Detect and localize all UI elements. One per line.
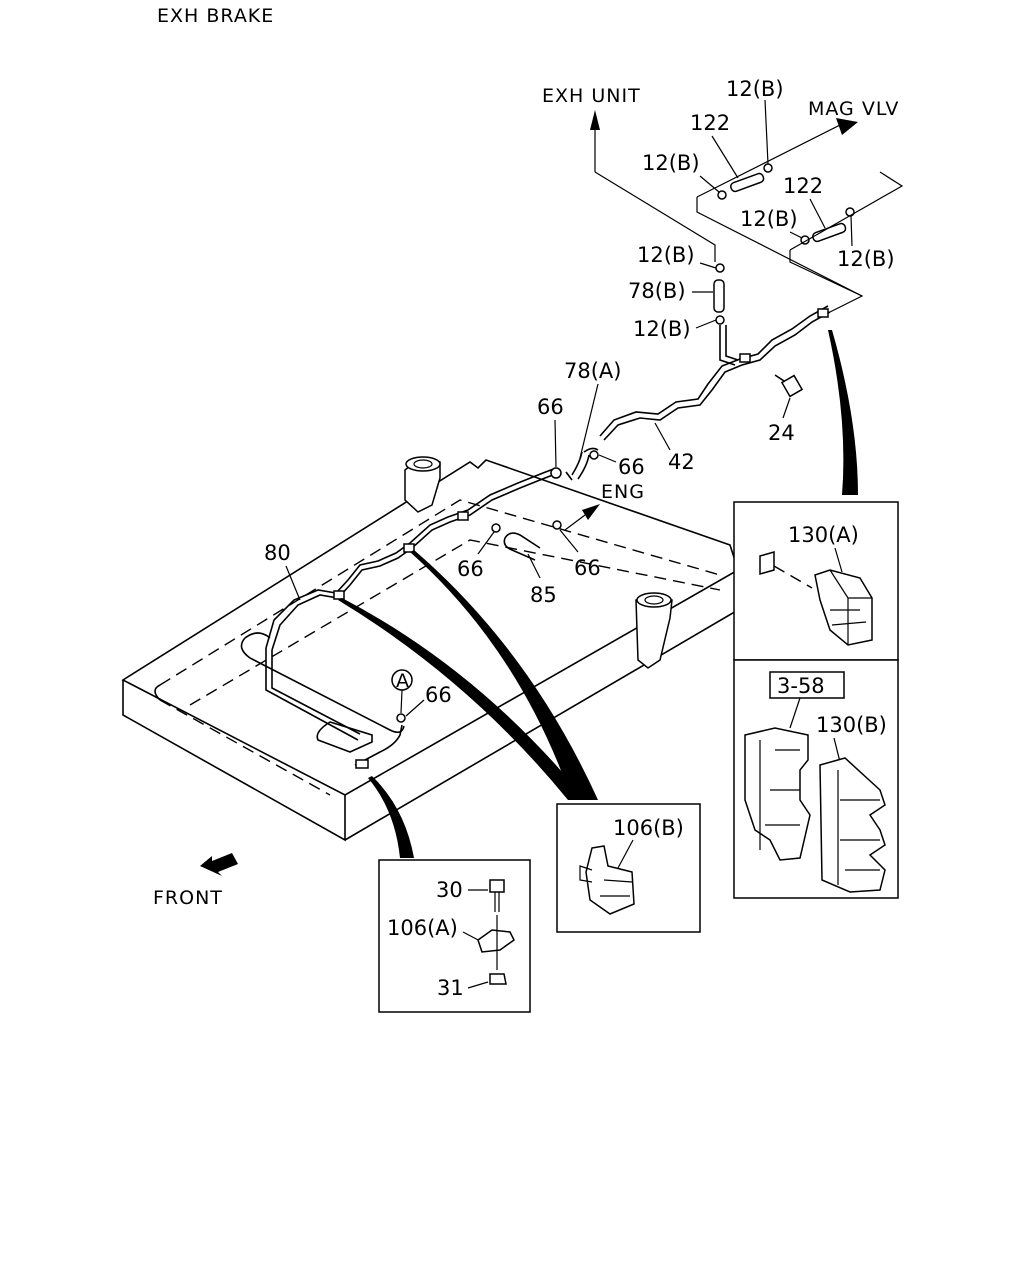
label-12b-mid: 12(B) <box>740 207 798 231</box>
detail-box-106a: 30 106(A) 31 <box>378 859 531 1013</box>
label-66-a: 66 <box>537 395 564 419</box>
label-130a: 130(A) <box>788 523 859 547</box>
label-80: 80 <box>264 541 291 565</box>
label-24: 24 <box>768 421 795 445</box>
label-12b-b: 12(B) <box>633 317 691 341</box>
label-78a: 78(A) <box>564 359 621 383</box>
label-66-e: 66 <box>425 683 452 707</box>
label-12b-right: 12(B) <box>837 247 895 271</box>
pipe-clamps <box>333 308 829 769</box>
label-122-top: 122 <box>690 111 730 135</box>
hose-78b <box>713 279 725 313</box>
label-85: 85 <box>530 583 557 607</box>
rail-bracket-right <box>635 592 673 669</box>
hose-85 <box>503 532 541 561</box>
label-66-c: 66 <box>457 557 484 581</box>
label-12b-a: 12(B) <box>637 243 695 267</box>
dir-mag-vlv: MAG VLV <box>808 98 899 120</box>
vacuum-pipe-42 <box>599 305 831 441</box>
label-106b: 106(B) <box>613 816 684 840</box>
label-42: 42 <box>668 450 695 474</box>
clip-66-group <box>396 450 599 723</box>
label-12b-top: 12(B) <box>726 77 784 101</box>
vacuum-pipe-80 <box>265 467 559 766</box>
diagram-title: EXH BRAKE <box>157 5 274 27</box>
label-66-b: 66 <box>618 455 645 479</box>
detail-leaders <box>338 330 858 858</box>
routing-guides <box>564 110 904 531</box>
detail-box-130a: 130(A) <box>733 501 899 661</box>
label-130b: 130(B) <box>816 713 887 737</box>
hose-122-right <box>812 222 847 243</box>
dir-front: FRONT <box>153 887 223 909</box>
label-66-d: 66 <box>574 556 601 580</box>
label-31: 31 <box>437 976 464 1000</box>
callout-labels: EXH UNIT MAG VLV ENG FRONT 12(B) 122 12(… <box>153 77 899 909</box>
ref-3-58: 3-58 <box>777 674 825 698</box>
dir-eng: ENG <box>601 481 645 503</box>
front-arrow-icon <box>200 853 238 876</box>
label-78b: 78(B) <box>628 279 686 303</box>
detail-box-106b: 106(B) <box>556 803 701 933</box>
dir-exh-unit: EXH UNIT <box>542 85 641 107</box>
hose-122-top <box>730 172 765 193</box>
bolt-24 <box>774 374 804 398</box>
label-12b-left: 12(B) <box>642 151 700 175</box>
circle-a-marker: A <box>396 670 410 692</box>
label-30: 30 <box>436 878 463 902</box>
detail-box-130b: 3-58 130(B) <box>733 659 899 899</box>
label-106a: 106(A) <box>387 916 458 940</box>
label-122-right: 122 <box>783 174 823 198</box>
rail-bracket-left <box>404 456 441 513</box>
